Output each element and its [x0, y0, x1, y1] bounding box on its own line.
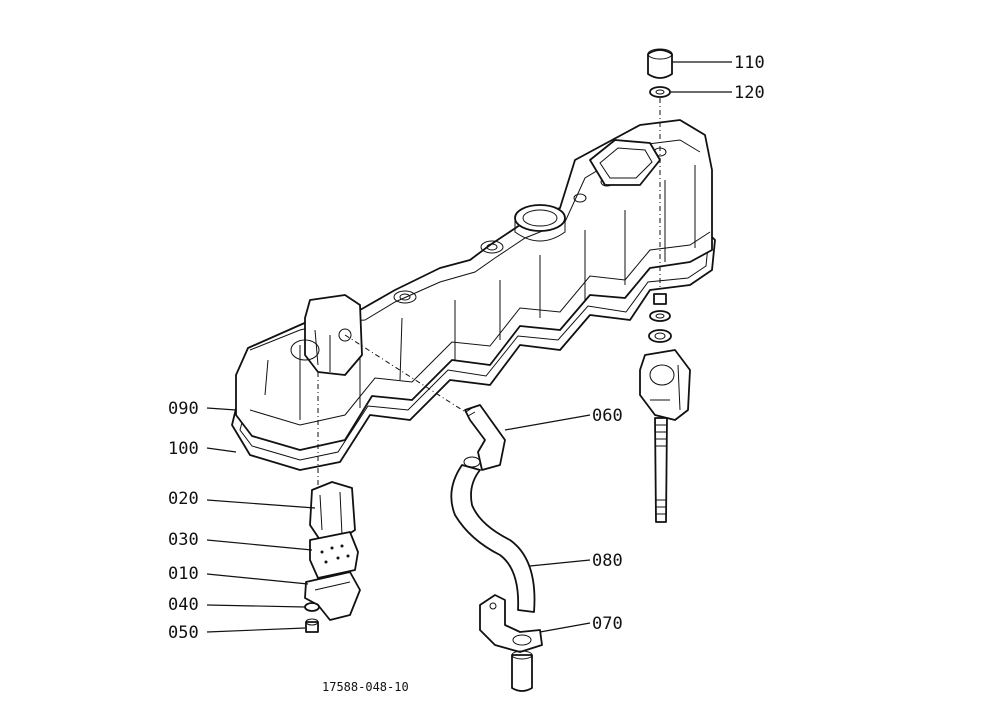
callout-080: 080	[592, 551, 623, 571]
callout-020: 020	[168, 489, 199, 509]
stud-assembly	[639, 98, 691, 523]
breather-elbow	[463, 404, 506, 471]
lifting-bracket	[304, 294, 363, 376]
callout-030: 030	[168, 530, 199, 550]
rubber-mount	[309, 531, 359, 579]
cover-body	[235, 119, 713, 451]
cap-nut	[647, 48, 673, 79]
leader-lines	[206, 61, 732, 633]
mount-bracket	[304, 571, 361, 621]
hanger-plate	[309, 481, 356, 541]
callout-110: 110	[734, 53, 765, 73]
callout-040: 040	[168, 595, 199, 615]
breather-tube	[511, 650, 533, 692]
callout-120: 120	[734, 83, 765, 103]
callout-100: 100	[168, 439, 199, 459]
callout-070: 070	[592, 614, 623, 634]
drawing-code: 17588-048-10	[322, 680, 409, 694]
pipe-clamp	[479, 594, 543, 653]
callout-060: 060	[592, 406, 623, 426]
bracket-bolt	[305, 618, 319, 633]
bracket-washer	[304, 602, 320, 612]
callout-010: 010	[168, 564, 199, 584]
cylinder-head-cover	[231, 119, 716, 471]
seal-washer	[649, 86, 671, 98]
callout-090: 090	[168, 399, 199, 419]
breather-hose	[450, 464, 536, 613]
callout-050: 050	[168, 623, 199, 643]
